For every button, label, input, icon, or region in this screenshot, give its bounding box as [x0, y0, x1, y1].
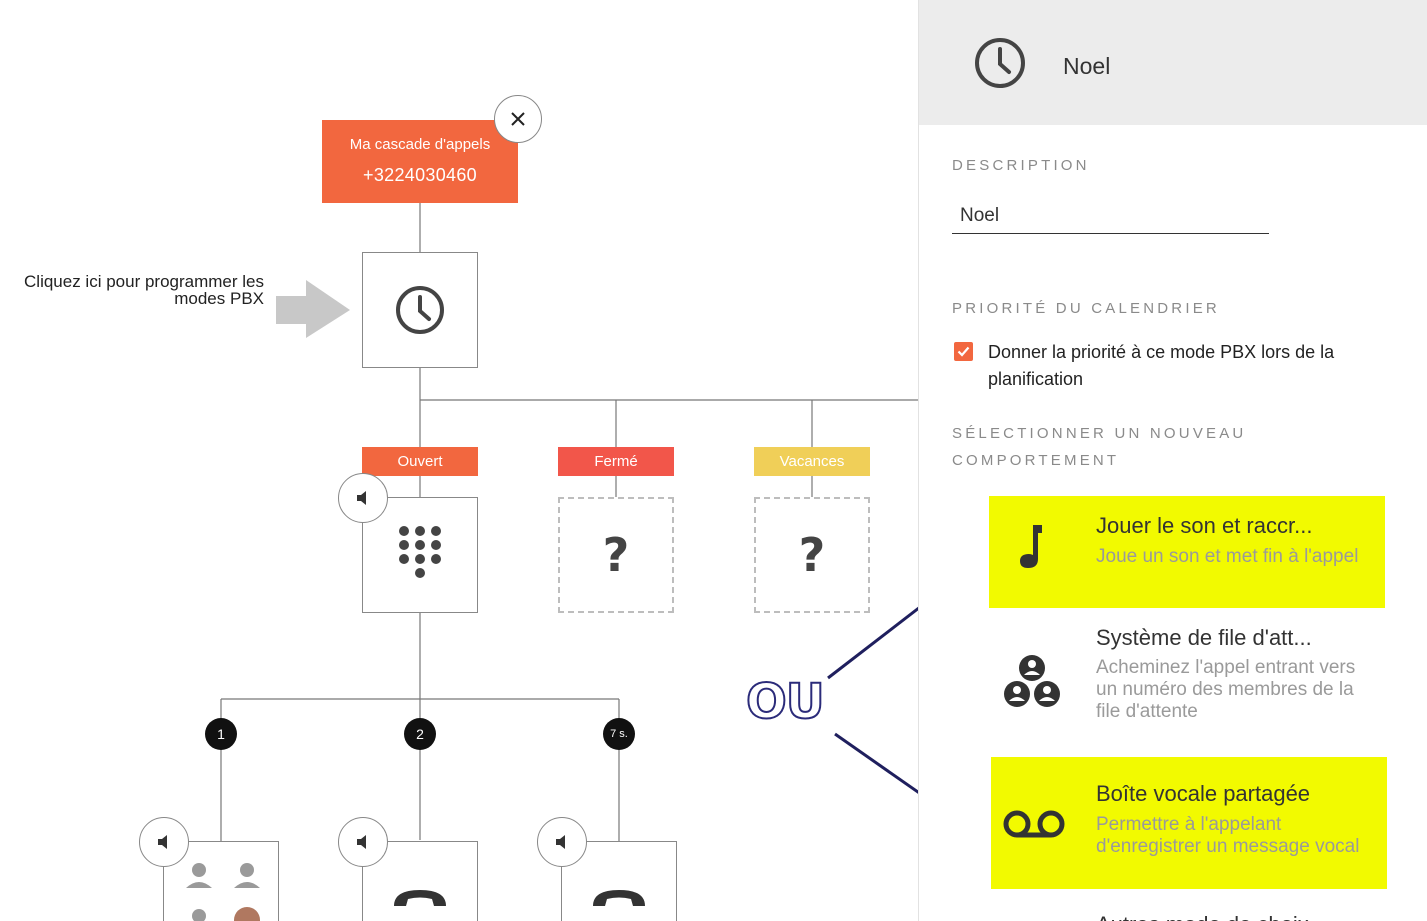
option-more[interactable]: Autres mode de choix	[989, 908, 1385, 921]
option-play-sound-hangup[interactable]: Jouer le son et raccr... Joue un son et …	[989, 496, 1385, 608]
close-button[interactable]	[494, 95, 542, 143]
close-icon	[511, 112, 525, 126]
priority-label: PRIORITÉ DU CALENDRIER	[952, 300, 1220, 317]
speaker-icon	[158, 835, 167, 849]
check-icon	[957, 346, 970, 357]
group-node[interactable]	[163, 841, 279, 921]
ou-label: OU	[745, 673, 826, 731]
description-input[interactable]	[952, 198, 1269, 234]
flow-canvas: Cliquez ici pour programmer les modes PB…	[24, 95, 918, 921]
clock-icon	[975, 38, 1025, 88]
question-mark: ?	[602, 528, 630, 582]
greeting-speaker-button[interactable]	[338, 473, 388, 523]
ivr-node[interactable]	[362, 497, 478, 613]
hangup-icon	[394, 890, 446, 906]
mode-tag-vacances[interactable]: Vacances	[754, 447, 870, 476]
priority-checkbox[interactable]	[954, 342, 973, 361]
question-mark: ?	[798, 528, 826, 582]
hangup-icon	[593, 890, 645, 906]
option-title: Boîte vocale partagée	[1096, 781, 1311, 806]
clock-icon	[396, 286, 444, 334]
step-badge-2: 2	[404, 718, 436, 750]
root-call-flow-node[interactable]: Ma cascade d'appels +3224030460	[322, 120, 518, 203]
root-number: +3224030460	[363, 165, 477, 185]
users-icon	[186, 863, 260, 921]
empty-node-ferme[interactable]: ?	[558, 497, 674, 613]
group-speaker-button[interactable]	[139, 817, 189, 867]
option-description: Joue un son et met fin à l'appel	[1096, 546, 1359, 567]
step3-speaker-button[interactable]	[537, 817, 587, 867]
option-title: Autres mode de choix	[1096, 912, 1309, 921]
hint-arrow-icon	[276, 280, 350, 338]
panel-header: Noel	[919, 0, 1427, 125]
panel-title: Noel	[1063, 53, 1111, 79]
priority-checkbox-label[interactable]: Donner la priorité à ce mode PBX lors de…	[988, 342, 1335, 389]
option-title: Système de file d'att...	[1096, 625, 1312, 650]
step2-speaker-button[interactable]	[338, 817, 388, 867]
option-description: Permettre à l'appelant d'enregistrer un …	[1096, 814, 1360, 857]
mode-tag-ouvert[interactable]: Ouvert	[362, 447, 478, 476]
option-description: Acheminez l'appel entrant vers un numéro…	[1096, 657, 1356, 722]
schedule-node[interactable]	[362, 252, 478, 368]
root-name: Ma cascade d'appels	[349, 136, 491, 153]
option-title: Jouer le son et raccr...	[1096, 513, 1313, 538]
description-label: DESCRIPTION	[952, 157, 1090, 174]
mode-settings-panel: Noel DESCRIPTION PRIORITÉ DU CALENDRIER …	[918, 0, 1427, 921]
speaker-icon	[556, 835, 565, 849]
music-note-icon	[999, 513, 1065, 579]
option-queue-system[interactable]: Système de file d'att... Acheminez l'app…	[989, 620, 1385, 748]
speaker-icon	[357, 835, 366, 849]
speaker-icon	[357, 491, 366, 505]
mode-tag-ferme[interactable]: Fermé	[558, 447, 674, 476]
step-badge-1: 1	[205, 718, 237, 750]
hangup-node-timeout[interactable]	[561, 841, 677, 921]
behavior-label: SÉLECTIONNER UN NOUVEAU COMPORTEMENT	[952, 425, 1247, 469]
voicemail-icon	[1001, 791, 1067, 857]
step-badge-timeout: 7 s.	[603, 718, 635, 750]
option-shared-voicemail[interactable]: Boîte vocale partagée Permettre à l'appe…	[991, 757, 1387, 889]
hint-text: Cliquez ici pour programmer les modes PB…	[24, 272, 264, 308]
queue-group-icon	[999, 650, 1065, 716]
dialpad-icon	[399, 526, 441, 578]
empty-node-vacances[interactable]: ?	[754, 497, 870, 613]
